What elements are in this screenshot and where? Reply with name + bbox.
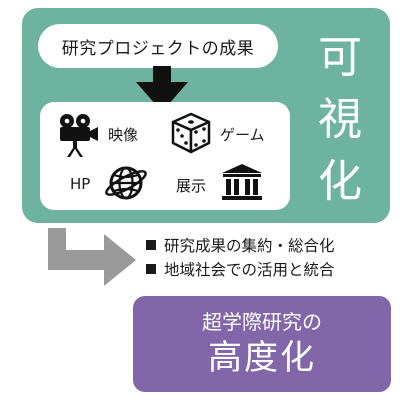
outcome-item: 研究成果の集約・総合化 (146, 233, 335, 257)
outcome-text: 研究成果の集約・総合化 (164, 237, 335, 255)
result-subtitle: 超学際研究の (202, 310, 322, 334)
outcome-list: 研究成果の集約・総合化 地域社会での活用と統合 (146, 233, 335, 281)
title-char-3: 化 (318, 156, 362, 207)
media-label-exhibit: 展示 (176, 177, 207, 195)
media-label-video: 映像 (108, 126, 139, 144)
down-arrow-icon (136, 66, 188, 112)
title-char-1: 可 (318, 32, 362, 83)
pill-text: 研究プロジェクトの成果 (61, 38, 255, 59)
outcome-text: 地域社会での活用と統合 (164, 261, 335, 279)
bullet-square-icon (146, 240, 156, 250)
film-camera-icon (60, 114, 98, 157)
bullet-square-icon (146, 264, 156, 274)
result-panel: 超学際研究の 高度化 (133, 296, 391, 392)
media-label-game: ゲーム (220, 126, 265, 144)
result-title: 高度化 (208, 338, 316, 378)
dice-icon (171, 112, 211, 154)
bent-arrow-icon (48, 228, 136, 286)
research-project-output-label: 研究プロジェクトの成果 (38, 24, 278, 68)
outcome-item: 地域社会での活用と統合 (146, 257, 335, 281)
museum-icon (222, 164, 262, 200)
media-label-hp: HP (70, 175, 91, 193)
title-char-2: 視 (318, 94, 362, 145)
globe-icon (105, 166, 147, 200)
visualization-title: 可 視 化 (300, 30, 380, 210)
